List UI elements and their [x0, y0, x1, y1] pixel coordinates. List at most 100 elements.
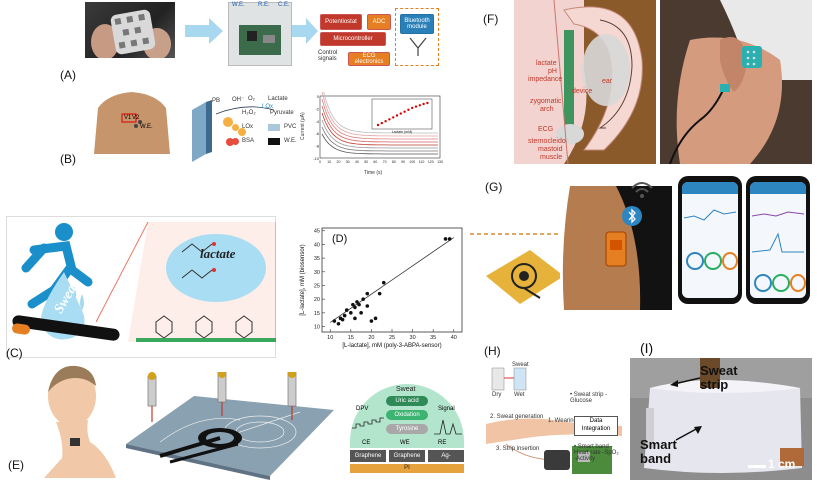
- smart-band-photo: [630, 358, 812, 480]
- data-point: [349, 311, 353, 315]
- bluetooth-dashed-box: [395, 8, 439, 66]
- inset-point: [422, 102, 425, 106]
- inset-point: [384, 120, 387, 123]
- inset-point: [376, 123, 380, 127]
- current-curve: [321, 112, 438, 146]
- arrow-icon: [670, 377, 701, 387]
- enzyme-layer-illustration: [192, 100, 275, 162]
- inset-point: [407, 108, 410, 111]
- sensor-array-illustration: [126, 372, 334, 480]
- scale-label: 1 cm: [768, 457, 796, 471]
- control-signals-label: Control signals: [318, 50, 338, 62]
- panel-label-h: (H): [484, 344, 501, 358]
- current-curve: [321, 126, 438, 152]
- x-tick-label: 60: [373, 160, 377, 164]
- electrode-ce: CE: [362, 440, 371, 446]
- inset-point: [395, 114, 399, 117]
- data-point: [443, 237, 448, 241]
- data-point: [353, 305, 357, 310]
- chem-pyruvate: Pyruvate: [270, 110, 294, 116]
- signal-label: Signal: [438, 406, 455, 412]
- inset-area: [371, 98, 433, 130]
- legend-bsa-label: BSA: [242, 138, 255, 144]
- current-curve: [321, 105, 438, 143]
- legend-bsa-swatch: [232, 138, 239, 145]
- h-step-2: 2. Sweat generation: [490, 414, 544, 420]
- h-sweat-strip-glucose: • Sweat strip -Glucose: [570, 392, 608, 404]
- inset-point: [392, 116, 395, 119]
- electrode-we: WE: [400, 440, 410, 446]
- y-tick-label: 20: [314, 297, 320, 303]
- panel-label-i: (I): [640, 340, 654, 356]
- ear-ann-mastoid: mastoid: [538, 146, 563, 153]
- ear-ann-zygomatic: zygomatic: [530, 98, 562, 105]
- ecg-electronics-block: ECG electronics: [348, 52, 390, 66]
- inset-point: [403, 110, 406, 113]
- scale-bar: [748, 465, 766, 468]
- sweat-schematic: Sweat Uric acid Oxidation Tyrosine DPV S…: [346, 384, 468, 476]
- phone-screen-2: [746, 176, 810, 304]
- ear-ann-lactate: lactate: [536, 60, 557, 67]
- dpv-waveform: [352, 417, 384, 429]
- chart-title: (D): [332, 233, 347, 245]
- chart-b-ylabel: Current (μA): [300, 112, 306, 140]
- legend-we-label: W.E.: [284, 138, 297, 144]
- sensor-tag-we: W.E.: [140, 124, 153, 130]
- data-point: [359, 311, 363, 315]
- data-point: [369, 319, 374, 323]
- head-illustration: [34, 362, 116, 478]
- x-tick-label: 110: [419, 160, 425, 164]
- electrode-label-ce: C.E.: [278, 2, 290, 8]
- adc-block: ADC: [367, 14, 391, 30]
- bluetooth-block: Bluetooth module: [400, 14, 434, 34]
- x-tick-label: 40: [355, 160, 359, 164]
- ear-diagram: [514, 0, 656, 164]
- x-tick-label: 25: [389, 335, 395, 341]
- torso-photo: [88, 88, 176, 154]
- sweat-title: Sweat: [396, 386, 416, 393]
- y-tick-label: 40: [314, 242, 320, 248]
- x-tick-label: 35: [430, 335, 436, 341]
- signal-peaks: [434, 419, 462, 435]
- data-point: [342, 313, 347, 318]
- data-point: [351, 302, 355, 307]
- patch-illustration: [91, 9, 171, 58]
- ear-ann-muscle: muscle: [540, 154, 563, 161]
- ear-ann-ph: pH: [548, 68, 557, 75]
- h-sweat-label: Sweat: [512, 362, 529, 368]
- ear-ann-ecg: ECG: [538, 126, 554, 133]
- phone-screen-1: [678, 176, 742, 304]
- data-point: [365, 291, 370, 296]
- data-point: [373, 316, 378, 321]
- y-tick-label: -2: [315, 106, 319, 111]
- y-tick-label: 35: [314, 256, 320, 262]
- panel-label-e: (E): [8, 458, 24, 472]
- x-tick-label: 40: [451, 335, 457, 341]
- chem-lactate: Lactate: [268, 96, 288, 102]
- x-tick-label: 10: [327, 335, 333, 341]
- sensor-tag-v1: V1: [124, 115, 132, 121]
- data-point: [365, 304, 370, 308]
- ear-ann-device: device: [572, 88, 593, 95]
- flexible-sensor-illustration: [486, 250, 564, 304]
- inset-point: [399, 112, 402, 115]
- legend-pvc-swatch: [268, 124, 280, 131]
- panel-label-c: (C): [6, 346, 23, 360]
- patch-hand-photo: [85, 2, 175, 58]
- arm-sensor-photo: [560, 186, 672, 310]
- data-point: [377, 291, 382, 296]
- current-curve: [321, 133, 438, 155]
- legend-we-swatch: [268, 138, 280, 145]
- material-graphene-2: Graphene: [389, 450, 425, 462]
- electrode-re: RE: [438, 440, 447, 446]
- x-tick-label: 120: [428, 160, 434, 164]
- y-tick-label: -4: [315, 119, 319, 124]
- panel-label-g: (G): [485, 180, 503, 194]
- lactate-molecule-illustration: [96, 222, 276, 342]
- arrow-icon: [675, 426, 702, 441]
- chem-o2: O₂: [248, 96, 255, 102]
- data-point: [336, 321, 341, 326]
- antenna-icon: [409, 37, 427, 56]
